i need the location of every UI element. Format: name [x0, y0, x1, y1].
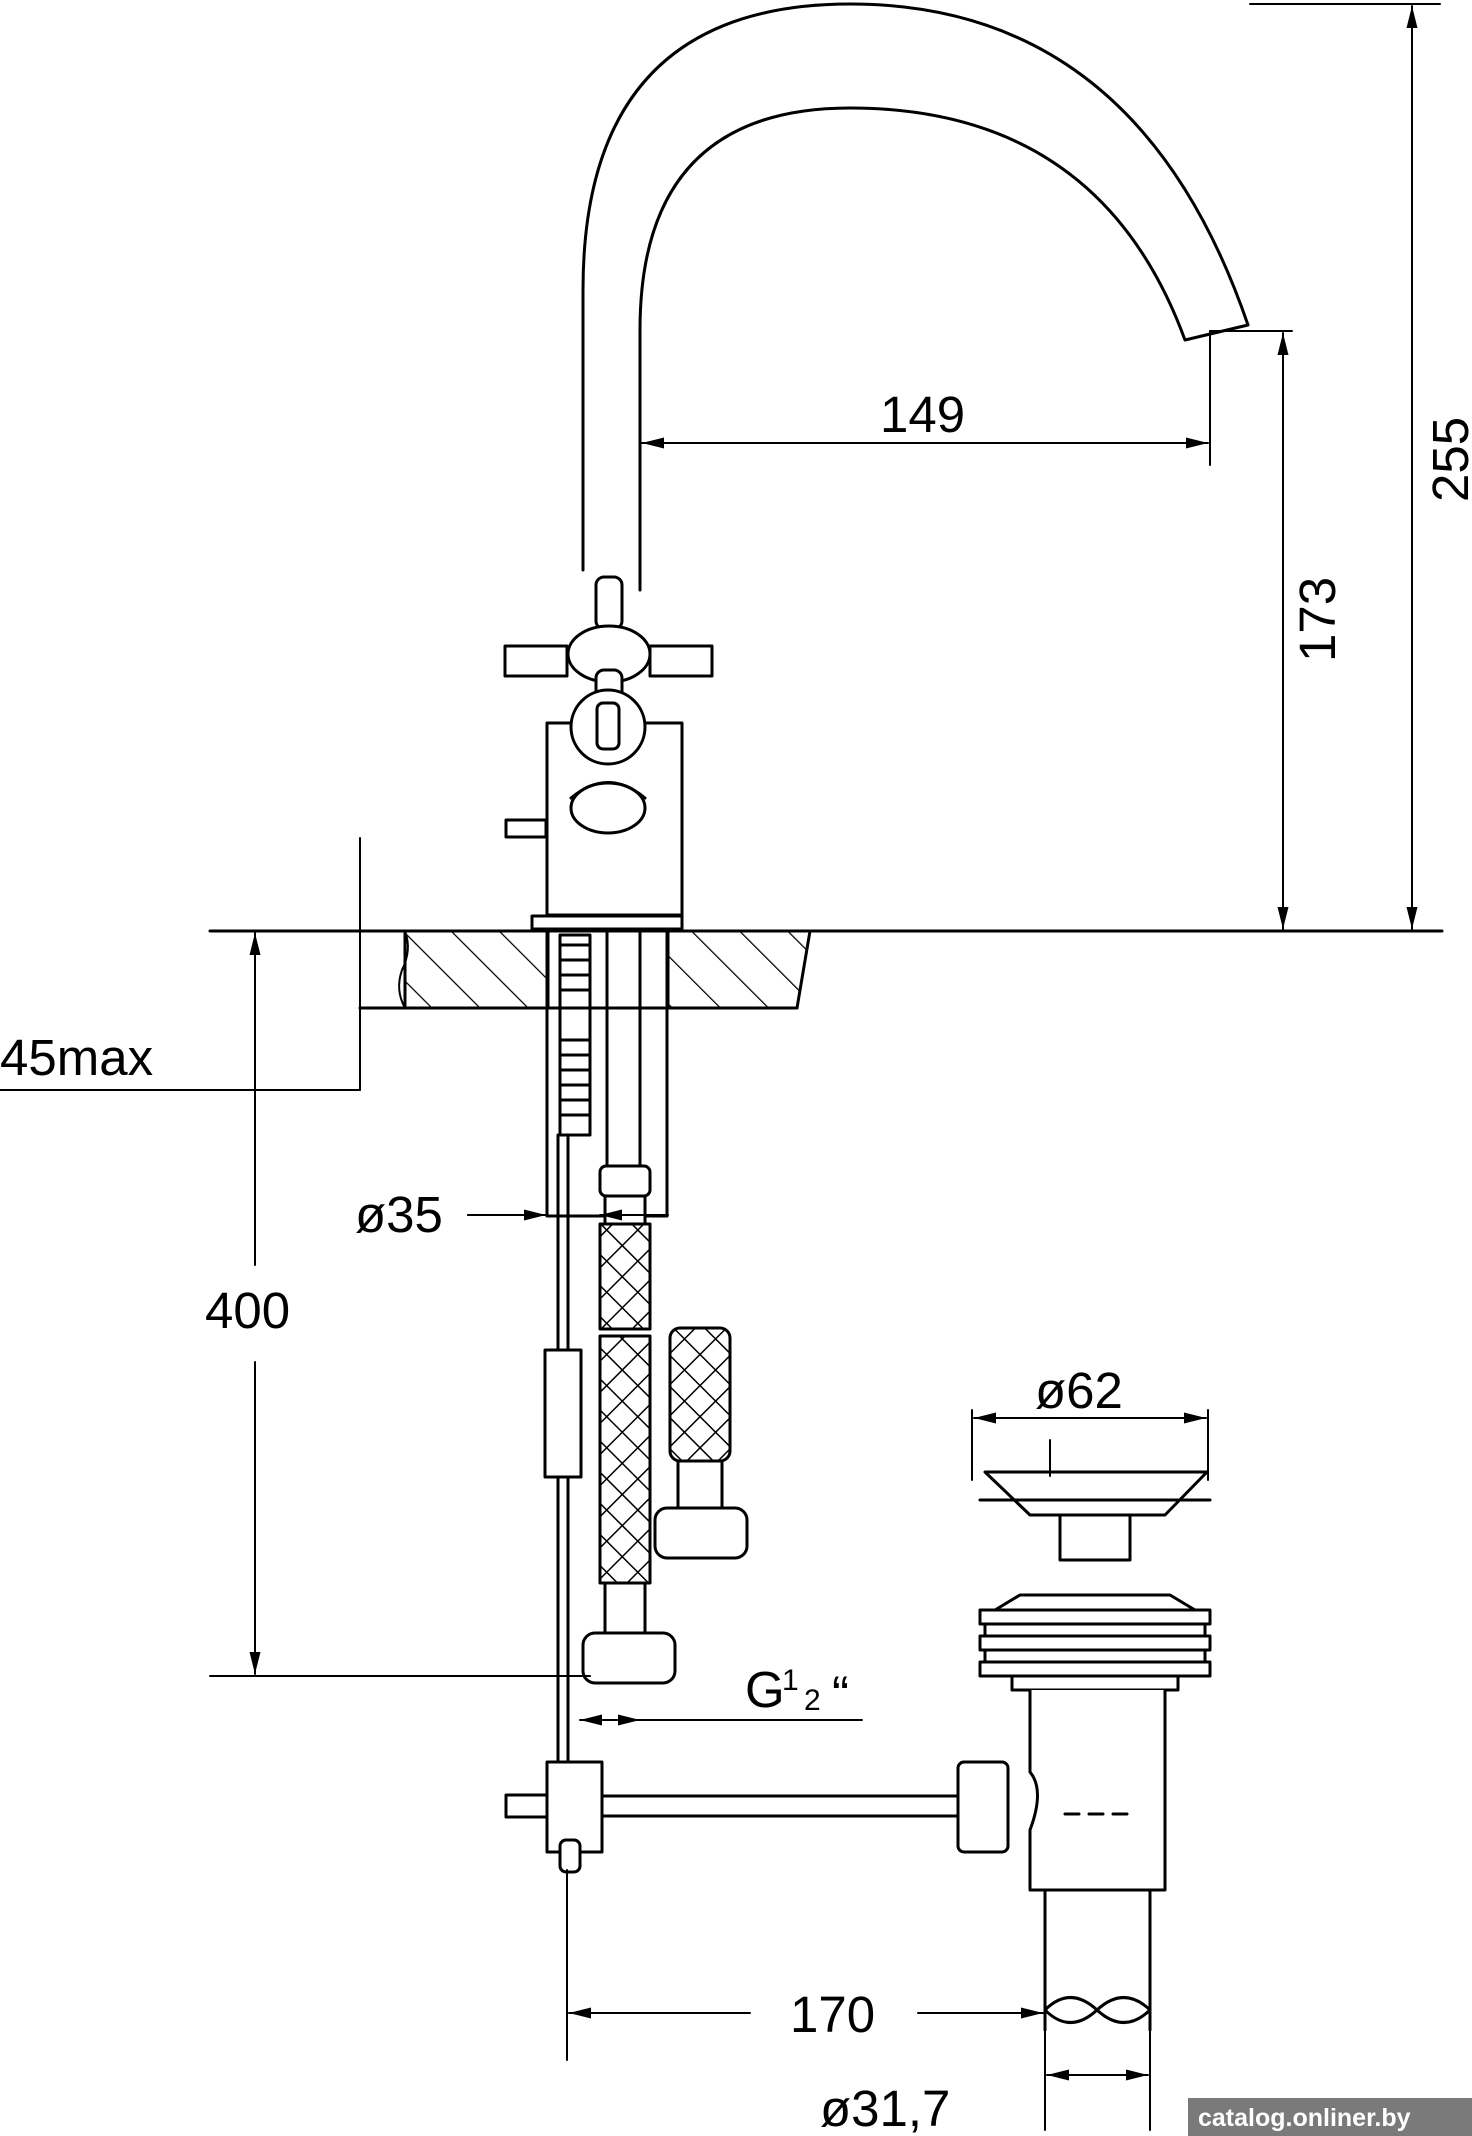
drain-thread-2: [983, 1622, 1207, 1638]
hose-2-nut: [653, 1506, 749, 1560]
dimension-g-denominator: 2: [804, 1684, 821, 1717]
deck-hatch-left: [403, 929, 550, 1010]
dimension-35: ø35: [355, 1186, 443, 1243]
threaded-rod-body: [558, 933, 592, 1137]
dimension-g-mark: “: [832, 1666, 849, 1723]
hose-1-nut: [581, 1631, 677, 1685]
dimension-62: ø62: [1035, 1362, 1123, 1419]
left-handle-lever: [503, 644, 569, 678]
pivot-nut: [956, 1760, 1010, 1854]
drain-lower-collar: [1010, 1674, 1180, 1692]
body-lower-arc: [569, 781, 647, 800]
drain-thread-1: [978, 1608, 1212, 1626]
drain-thread-3: [978, 1634, 1212, 1652]
dimension-g-numerator: 1: [782, 1664, 799, 1697]
hose-1-braid-upper: [598, 1222, 652, 1331]
right-handle-lever: [648, 644, 714, 678]
drain-nut-top: [993, 1593, 1197, 1612]
hose-1-ferrule: [603, 1581, 647, 1635]
drain-body: [1028, 1688, 1167, 1892]
dimension-149: 149: [880, 386, 965, 443]
drain-tailpiece-break: [1043, 1996, 1152, 2024]
dimension-31-7: ø31,7: [820, 2080, 950, 2136]
popup-lift-rod: [504, 818, 548, 839]
hose-top-nut: [598, 1164, 652, 1198]
drain-tailpiece: [1043, 1888, 1152, 2032]
body-base-plate: [530, 914, 684, 931]
hose-top-ferrule: [603, 1194, 647, 1226]
dimension-170: 170: [790, 1986, 875, 2043]
threaded-rod: [558, 943, 592, 1117]
dimension-173: 173: [1289, 577, 1346, 662]
drain-thread-4: [983, 1648, 1207, 1664]
hose-1-braid-lower: [598, 1334, 652, 1585]
top-handle-stem: [594, 575, 624, 631]
dimension-g-label: G: [745, 1661, 785, 1718]
deck-break-line: [398, 930, 409, 1009]
watermark: catalog.onliner.by: [1198, 2104, 1411, 2132]
rod-clamp: [543, 1348, 583, 1479]
hose-2-braid: [668, 1326, 732, 1463]
watermark-box: [1188, 2098, 1472, 2136]
dimension-400: 400: [205, 1282, 290, 1339]
dimension-255: 255: [1422, 417, 1472, 502]
spout-outer: [581, 2, 1250, 592]
linkage-left-pin: [504, 1793, 549, 1819]
linkage-clevis: [545, 1760, 604, 1854]
drain-flange: [983, 1470, 1209, 1517]
drain-plug-stem: [1058, 1513, 1132, 1562]
linkage-bottom-pin: [558, 1838, 582, 1874]
hose-2-ferrule: [676, 1459, 724, 1510]
dimension-45max: 45max: [0, 1029, 153, 1086]
drain-thread-5: [978, 1660, 1212, 1678]
deck-hatch-right: [666, 929, 812, 1010]
body-knob-stem: [595, 701, 621, 751]
